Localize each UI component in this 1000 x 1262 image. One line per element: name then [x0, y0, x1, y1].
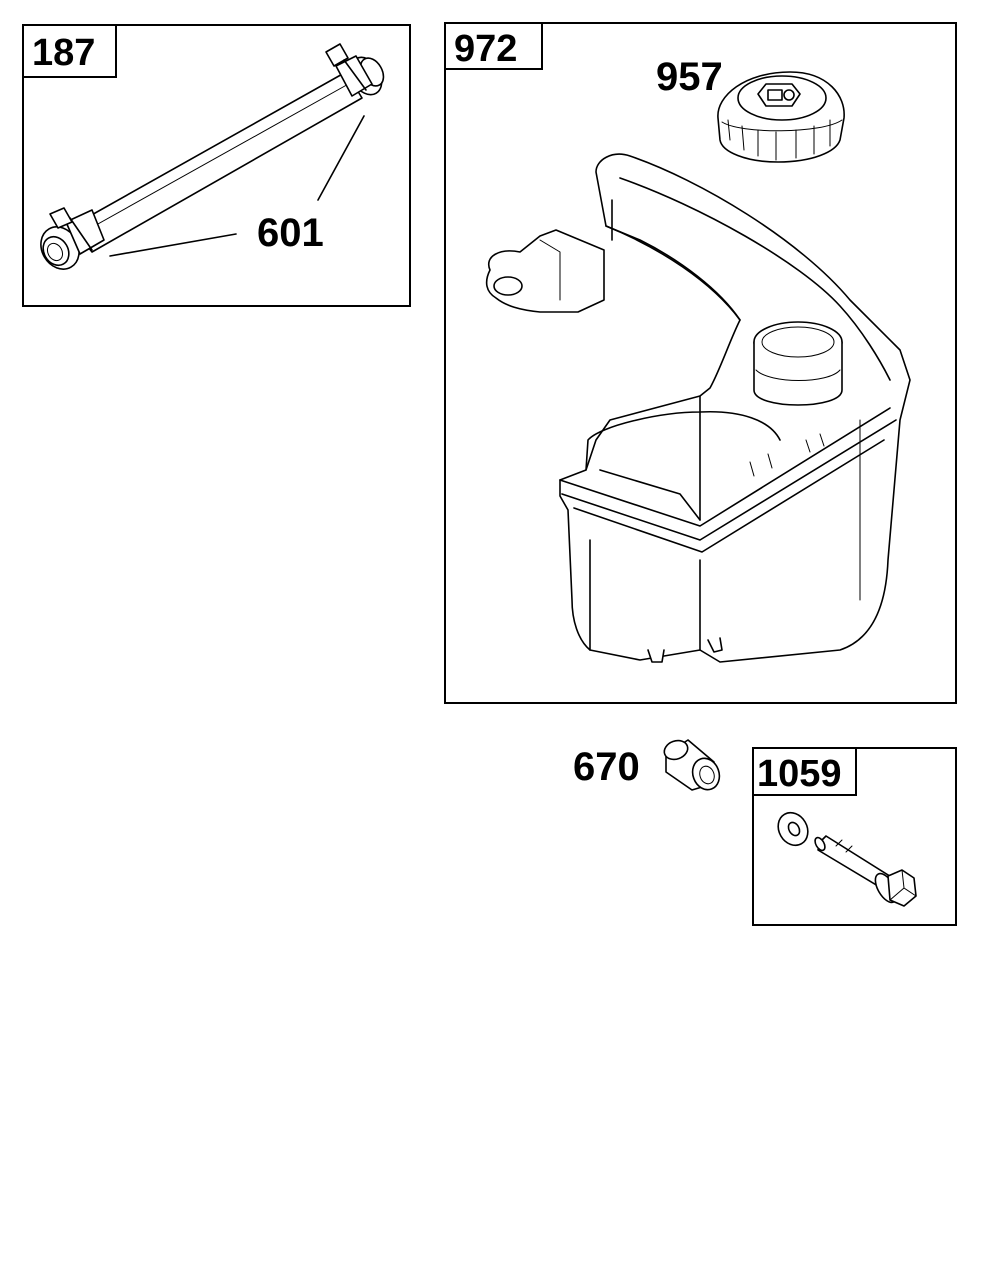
fuel-hose-with-clamps-icon [40, 43, 385, 270]
bolt-washer-icon [777, 811, 917, 907]
part-601-number: 601 [257, 211, 324, 255]
kit-1059-label-box [752, 747, 857, 796]
kit-972-number: 972 [454, 28, 517, 70]
fuel-tank-icon [485, 153, 911, 663]
kit-972-frame [444, 22, 957, 704]
kit-972-label-box [444, 22, 543, 70]
kit-1059-number: 1059 [757, 753, 842, 795]
kit-187-box[interactable]: 187 601 [22, 24, 411, 307]
spacer-bushing-icon [663, 739, 721, 791]
kit-1059-box[interactable]: 1059 [752, 747, 957, 926]
leader-601-lower [109, 233, 237, 257]
kit-187-label-box [22, 24, 117, 78]
part-957-number: 957 [656, 55, 723, 99]
kit-187-number: 187 [32, 32, 95, 74]
fuel-cap-icon [717, 71, 845, 163]
leader-601-upper [317, 115, 365, 201]
kit-187-frame [22, 24, 411, 307]
part-670-number: 670 [573, 745, 640, 789]
part-670-group[interactable]: 670 [573, 737, 724, 793]
kit-972-box[interactable]: 972 957 [444, 22, 957, 704]
